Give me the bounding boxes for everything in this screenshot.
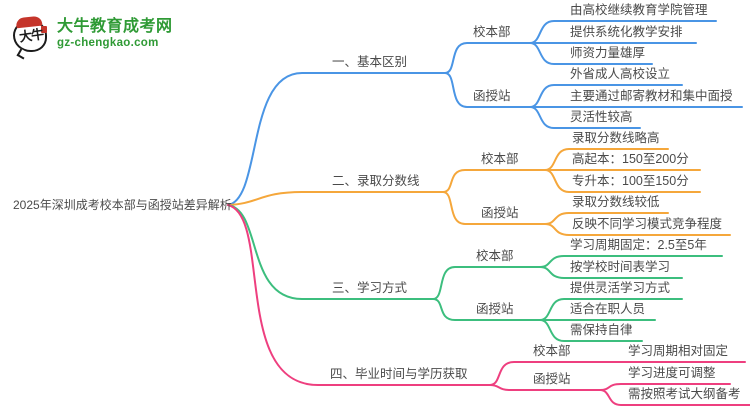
leaf-node: 反映不同学习模式竞争程度 [572, 217, 723, 231]
branch-4-station-label: 函授站 [533, 372, 571, 386]
leaf-node: 由高校继续教育学院管理 [570, 3, 708, 17]
leaf-node: 外省成人高校设立 [570, 67, 671, 81]
branch-2-label: 二、录取分数线 [332, 174, 420, 188]
branch-3-station-label: 函授站 [476, 302, 514, 316]
branch-2-campus-label: 校本部 [481, 152, 519, 166]
leaf-node: 灵活性较高 [570, 110, 633, 124]
leaf-node: 学习周期固定：2.5至5年 [570, 238, 707, 252]
leaf-node: 按学校时间表学习 [570, 260, 671, 274]
branch-4-label: 四、毕业时间与学历获取 [330, 367, 468, 381]
branch-1-campus-label: 校本部 [473, 25, 511, 39]
leaf-node: 录取分数线较低 [572, 195, 660, 209]
site-logo: 大牛 大牛教育成考网 gz-chengkao.com [12, 15, 173, 60]
leaf-node: 学习进度可调整 [628, 366, 716, 380]
leaf-node: 需保持自律 [570, 323, 633, 337]
leaf-node: 高起本：150至200分 [572, 152, 689, 166]
branch-2-lines [227, 148, 731, 236]
leaf-node: 录取分数线略高 [572, 131, 660, 145]
logo-title: 大牛教育成考网 [57, 18, 173, 35]
leaf-node: 学习周期相对固定 [628, 344, 729, 358]
branch-4-campus-label: 校本部 [533, 344, 571, 358]
logo-seal-icon [41, 26, 47, 33]
logo-bubble-icon: 大牛 [12, 15, 50, 60]
leaf-node: 适合在职人员 [570, 302, 646, 316]
branch-1-label: 一、基本区别 [332, 55, 408, 69]
branch-4-lines [227, 204, 750, 406]
root-node: 2025年深圳成考校本部与函授站差异解析 [13, 198, 232, 212]
branch-2-station-label: 函授站 [481, 206, 519, 220]
leaf-node: 主要通过邮寄教材和集中面授 [570, 89, 733, 103]
branch-3-campus-label: 校本部 [476, 249, 514, 263]
leaf-node: 需按照考试大纲备考 [628, 387, 741, 401]
leaf-node: 提供灵活学习方式 [570, 281, 671, 295]
leaf-node: 提供系统化教学安排 [570, 25, 683, 39]
leaf-node: 专升本：100至150分 [572, 174, 689, 188]
branch-1-lines [227, 20, 743, 206]
branch-1-station-label: 函授站 [473, 89, 511, 103]
leaf-node: 师资力量雄厚 [570, 46, 646, 60]
branch-3-label: 三、学习方式 [332, 281, 408, 295]
branch-3-lines [227, 204, 723, 342]
logo-subtitle: gz-chengkao.com [57, 37, 159, 49]
